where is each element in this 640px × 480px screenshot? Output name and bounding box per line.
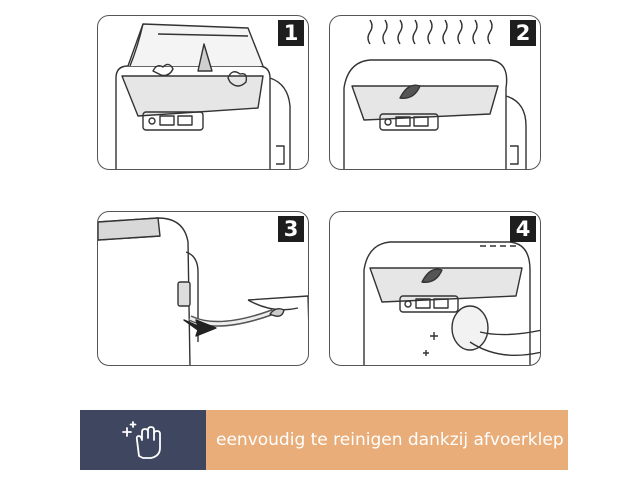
step-number-badge: 3 <box>278 216 304 242</box>
wiping-cleaner-illustration <box>363 241 540 365</box>
feature-banner: eenvoudig te reinigen dankzij afvoerklep <box>80 410 568 470</box>
banner-icon-box <box>80 410 206 470</box>
step-1-panel: 1 <box>97 15 309 170</box>
step-3-panel: 3 <box>97 211 309 366</box>
clean-hand-sparkle-icon <box>122 421 161 459</box>
drain-valve-illustration <box>98 217 308 365</box>
step-number-badge: 4 <box>510 216 536 242</box>
step-number-badge: 2 <box>510 20 536 46</box>
step-4-panel: 4 <box>329 211 541 366</box>
cleaner-open-lid-illustration <box>115 23 291 169</box>
cleaner-heating-illustration <box>343 19 527 169</box>
banner-text: eenvoudig te reinigen dankzij afvoerklep <box>206 410 568 470</box>
step-number-badge: 1 <box>278 20 304 46</box>
step-2-panel: 2 <box>329 15 541 170</box>
